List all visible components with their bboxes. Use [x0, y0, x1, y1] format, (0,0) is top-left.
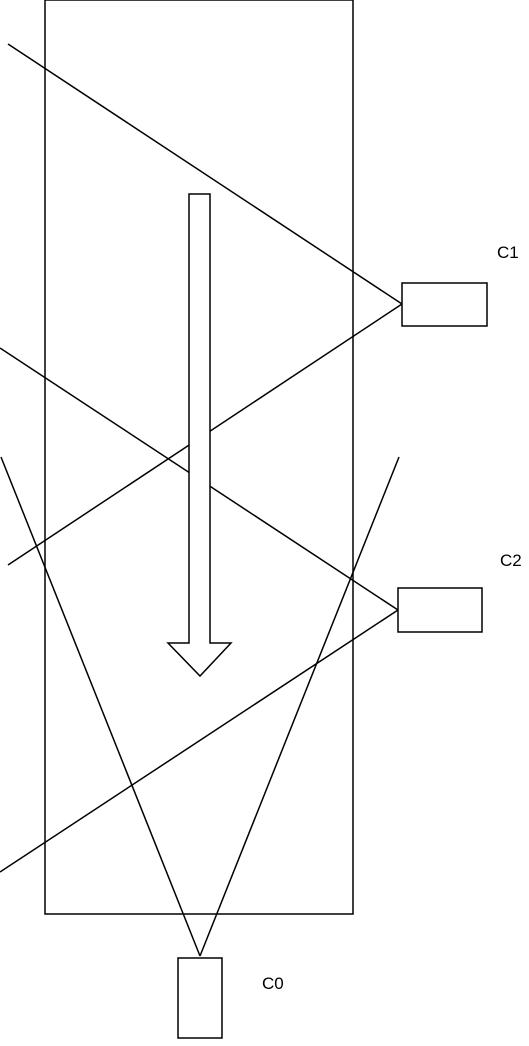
motion-direction-arrow-icon: [166, 193, 233, 678]
scene-area: [44, 0, 354, 915]
camera-c2-box: [397, 587, 483, 633]
camera-c1-box: [401, 282, 488, 327]
c0-view-line-right: [199, 456, 400, 957]
camera-c2-label: C2: [500, 551, 522, 570]
c0-view-line-left: [0, 456, 201, 957]
c1-view-line-upper: [7, 43, 403, 305]
camera-c0-box: [177, 957, 223, 1039]
c2-view-line-lower: [0, 609, 399, 873]
camera-c0-label: C0: [262, 974, 284, 993]
camera-c1-label: C1: [497, 243, 519, 262]
